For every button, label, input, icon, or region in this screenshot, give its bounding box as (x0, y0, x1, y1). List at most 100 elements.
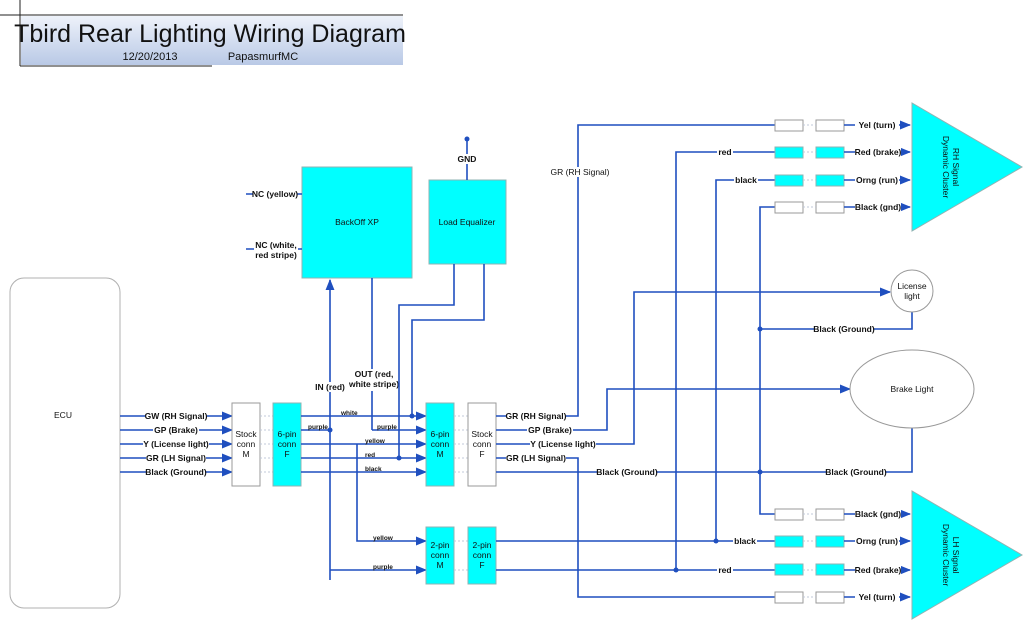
brake-light-ellipse (849, 349, 975, 429)
rh-pin-label-1: Yel (turn) (859, 120, 896, 130)
diagram-date: 12/20/2013 (122, 51, 177, 63)
stock-conn-m-label-3: M (242, 449, 249, 459)
two-pin-m-label-1: 2-pin (431, 540, 450, 550)
six-pin-f-label-2: conn (278, 439, 297, 449)
two-pin-conn-m: 2-pin conn M (425, 526, 455, 585)
mid-label-black: black (365, 466, 382, 473)
six-pin-m-label-1: 6-pin (431, 429, 450, 439)
ecu-wire-label-5: Black (Ground) (145, 467, 207, 477)
rh-pin-label-2: Red (brake) (855, 147, 902, 157)
stock-conn-f: Stock conn F (467, 402, 497, 487)
stock-f-label-4: GR (LH Signal) (506, 453, 566, 463)
wire-gr-rh (496, 124, 775, 417)
ecu-wire-label-3: Y (License light) (143, 439, 209, 449)
two-pin-conn-f-box (467, 526, 497, 585)
gnd-terminal (464, 136, 470, 142)
two-pin-f-label-1: 2-pin (473, 540, 492, 550)
load-equalizer-label: Load Equalizer (439, 217, 496, 227)
junction-le-red (396, 455, 402, 461)
out-red-label-2: white stripe) (348, 379, 399, 389)
rh-cluster-label-1: RH Signal (951, 148, 961, 186)
two-pin-f-label-3: F (479, 560, 484, 570)
wire-red-vertical (675, 151, 775, 570)
mid-label-yellow: yellow (365, 438, 386, 445)
dashes-1 (260, 415, 273, 473)
wire-y-license (496, 287, 892, 445)
ecu-wire-label-1: GW (RH Signal) (145, 411, 208, 421)
two-pin-conn-f: 2-pin conn F (467, 526, 497, 585)
nc-white-label-2: red stripe) (255, 250, 297, 260)
mid-label-purple: purple (377, 424, 397, 431)
junction-le-white (409, 413, 415, 419)
lh-cluster-triangle (911, 490, 1023, 620)
stock-conn-f-label-3: F (479, 449, 484, 459)
dashes-2 (454, 415, 468, 473)
wire-gp-brake (496, 384, 852, 431)
stock-conn-m-box (231, 402, 261, 487)
junction-main-ground (757, 469, 763, 475)
six-pin-f-label-3: F (284, 449, 289, 459)
six-pin-m-label-3: M (436, 449, 443, 459)
rh-black-label: black (735, 175, 757, 185)
mid-label-red: red (365, 452, 375, 459)
stock-f-label-1: GR (RH Signal) (506, 411, 567, 421)
rh-pin-label-4: Black (gnd) (855, 202, 901, 212)
out-red-label-1: OUT (red, (355, 369, 394, 379)
two-pin-label-yellow: yellow (373, 535, 394, 542)
in-red-label: IN (red) (315, 382, 345, 392)
stock-f-label-2: GP (Brake) (528, 425, 572, 435)
ecu-wire-label-2: GP (Brake) (154, 425, 198, 435)
title-block: Tbird Rear Lighting Wiring Diagram 12/20… (0, 0, 406, 67)
junction-black-run (713, 538, 719, 544)
ecu-wires: GW (RH Signal) GP (Brake) Y (License lig… (120, 411, 234, 477)
ecu-box (9, 277, 121, 609)
ecu-wire-label-4: GR (LH Signal) (146, 453, 206, 463)
backoff-xp-box (301, 166, 413, 279)
gnd-label: GND (458, 154, 477, 164)
wire-le-2 (411, 264, 485, 416)
rh-cluster-label-2: Dynamic Cluster (941, 136, 951, 199)
lh-signal-cluster: LH Signal Dynamic Cluster (911, 490, 1023, 620)
lh-connectors: Black (gnd) Orng (run) Red (brake) Yel (… (774, 508, 912, 604)
ecu-label: ECU (54, 410, 72, 420)
gr-rh-vertical-label: GR (RH Signal) (550, 167, 609, 177)
ecu-block: ECU (9, 277, 121, 609)
stock-conn-m-label-2: conn (237, 439, 256, 449)
six-pin-conn-f-box (272, 402, 302, 487)
six-pin-conn-m: 6-pin conn M (425, 402, 455, 487)
six-pin-conn-m-box (425, 402, 455, 487)
black-ground-label-1: Black (Ground) (596, 467, 658, 477)
six-pin-f-label-1: 6-pin (278, 429, 297, 439)
diagram-title: Tbird Rear Lighting Wiring Diagram (14, 20, 406, 48)
lh-cluster-label-2: Dynamic Cluster (941, 524, 951, 587)
license-light: License light (890, 269, 934, 313)
license-light-label-2: light (904, 291, 920, 301)
lh-pin-label-1: Black (gnd) (855, 509, 901, 519)
wire-ground-vertical (759, 206, 775, 515)
two-pin-label-purple: purple (373, 564, 393, 571)
black-ground-label-2: Black (Ground) (825, 467, 887, 477)
license-light-label-1: License (897, 281, 927, 291)
rh-cluster-triangle (911, 102, 1023, 232)
stock-conn-m: Stock conn M (231, 402, 261, 487)
rh-signal-cluster: RH Signal Dynamic Cluster (911, 102, 1023, 232)
stock-f-label-3: Y (License light) (530, 439, 596, 449)
lh-pin-label-2: Orng (run) (856, 536, 898, 546)
title-background (21, 16, 403, 65)
mid-wires: white purple purple yellow red black IN … (301, 264, 485, 580)
mid-label-purple-left: purple (308, 424, 328, 431)
two-pin-m-label-3: M (436, 560, 443, 570)
stock-conn-f-label-1: Stock (471, 429, 493, 439)
wire-gr-lh (496, 457, 775, 598)
nc-yellow-label: NC (yellow) (252, 189, 298, 199)
backoff-xp: BackOff XP NC (yellow) NC (white, red st… (246, 166, 413, 279)
stock-conn-m-label-1: Stock (235, 429, 257, 439)
two-pin-conn-m-box (425, 526, 455, 585)
wire-license-ground (760, 312, 913, 330)
license-light-circle (890, 269, 934, 313)
two-pin-m-label-2: conn (431, 550, 450, 560)
six-pin-m-label-2: conn (431, 439, 450, 449)
wire-yellow-2pin (356, 444, 428, 546)
right-wiring: GR (RH Signal) GR (RH Signal) GP (Brake)… (496, 124, 913, 598)
